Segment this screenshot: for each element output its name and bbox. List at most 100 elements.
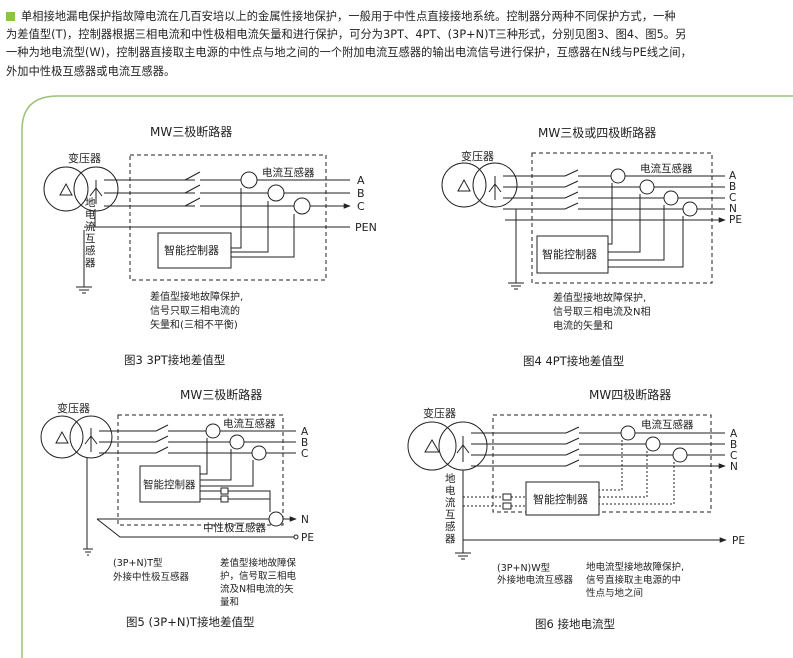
fig5-ct-c <box>251 445 267 461</box>
fig4-line-pe: PE <box>729 214 742 226</box>
fig5-ct-b <box>229 434 245 450</box>
svg-text:地: 地 <box>85 196 96 209</box>
fig6-line-n: N <box>730 461 738 473</box>
fig5-ct-label: 电流互感器 <box>223 417 276 430</box>
svg-text:外接中性极互感器: 外接中性极互感器 <box>113 571 190 583</box>
fig6-line-pe: PE <box>732 535 745 547</box>
fig4-line-a: A <box>729 170 737 182</box>
fig5-line-n: N <box>301 514 309 526</box>
figure-5: MW三极断路器 变压器 电流互感器 A B C N PE 智能控制器 中性极互感… <box>40 387 314 629</box>
fig3-line-a: A <box>357 174 365 187</box>
fig5-controller-label: 智能控制器 <box>143 478 196 491</box>
fig3-ct-a <box>240 171 258 189</box>
fig5-controller-box <box>139 465 201 503</box>
svg-text:性点与地之间: 性点与地之间 <box>586 587 643 599</box>
ground-icon <box>76 286 92 294</box>
delta-icon <box>59 182 73 196</box>
fig3-ct-c <box>293 197 311 215</box>
fig3-transformer-label: 变压器 <box>68 151 101 165</box>
fig6-note-right: 地电流型接地故障保护, 信号直接取主电源的中 性点与地之间 <box>586 561 684 599</box>
delta-icon <box>457 178 471 192</box>
wye-icon <box>89 180 103 204</box>
svg-text:信号只取三相电流的: 信号只取三相电流的 <box>150 304 240 317</box>
intro-line-4: 外加中性极互感器或电流互感器。 <box>6 64 176 78</box>
fig5-ct-n <box>268 511 284 527</box>
figure-6: MW四极断路器 变压器 电流互感器 A B C N PE 智能控制器 地 电 流… <box>407 387 745 631</box>
svg-text:外接地电流互感器: 外接地电流互感器 <box>497 574 574 586</box>
fig4-note: 差值型接地故障保护, 信号取三相电流及N相 电流的矢量和 <box>553 291 650 332</box>
svg-text:信号直接取主电源的中: 信号直接取主电源的中 <box>586 574 681 586</box>
svg-text:电流的矢量和: 电流的矢量和 <box>553 319 613 332</box>
svg-text:差值型接地故障保护,: 差值型接地故障保护, <box>553 291 646 304</box>
fig3-note: 差值型接地故障保护, 信号只取三相电流的 矢量和(三相不平衡) <box>150 290 243 331</box>
fig5-line-c: C <box>301 448 308 460</box>
svg-text:(3P+N)W型: (3P+N)W型 <box>497 563 551 574</box>
fig4-ct-b <box>639 179 655 195</box>
content-frame <box>21 95 793 658</box>
fig5-line-pe: PE <box>301 532 314 544</box>
fig5-caption: 图5 (3P+N)T接地差值型 <box>126 615 254 629</box>
fig5-ct-a <box>205 423 221 439</box>
fig5-note-right: 差值型接地故障保 护，信号取三相电 流及N相电流的矢 量和 <box>220 557 297 608</box>
fig6-caption: 图6 接地电流型 <box>535 617 615 631</box>
fig5-breaker-label: MW三极断路器 <box>180 387 262 402</box>
fig4-caption: 图4 4PT接地差值型 <box>523 354 624 368</box>
wye-icon <box>488 176 502 200</box>
svg-text:(3P+N)T型: (3P+N)T型 <box>113 558 163 569</box>
figure-3: MW三极断路器 变压器 电流互感器 A B C PEN 智能控制器 地 电 流 … <box>43 124 377 367</box>
intro-line-3: 一种为地电流型(W)，控制器直接取主电源的中性点与地之间的一个附加电流互感器的输… <box>6 46 692 60</box>
svg-text:地: 地 <box>445 472 456 485</box>
figure-4: MW三极或四极断路器 变压器 电流互感器 A B C N PE 智能控制器 差值… <box>441 125 742 368</box>
fig4-controller-label: 智能控制器 <box>542 247 597 261</box>
fig3-line-pen: PEN <box>355 221 377 234</box>
fig5-line-b: B <box>301 437 308 449</box>
svg-text:差值型接地故障保: 差值型接地故障保 <box>220 557 297 569</box>
svg-text:差值型接地故障保护,: 差值型接地故障保护, <box>150 290 243 303</box>
fig3-controller-box <box>157 232 232 269</box>
fig6-line-a: A <box>730 428 738 440</box>
fig5-note-left: (3P+N)T型 外接中性极互感器 <box>113 558 190 583</box>
svg-text:互: 互 <box>85 233 96 245</box>
svg-text:流及N相电流的矢: 流及N相电流的矢 <box>220 583 294 595</box>
fig3-ground-ct-label: 地 电 流 互 感 器 <box>85 196 96 269</box>
fig3-line-c: C <box>357 200 365 213</box>
delta-icon <box>55 430 69 444</box>
fig6-breaker-box <box>492 414 712 513</box>
wye-icon <box>456 436 470 462</box>
svg-text:感: 感 <box>85 244 96 257</box>
fig4-ct-a <box>610 168 626 184</box>
fig6-ground-ct-label: 地 电 流 互 感 器 <box>445 472 456 545</box>
fig4-breaker-label: MW三极或四极断路器 <box>538 125 656 140</box>
fig6-ct-c <box>672 447 688 463</box>
fig6-transformer-label: 变压器 <box>423 406 456 420</box>
fig3-transformer-secondary <box>73 166 119 212</box>
ground-icon <box>508 268 524 290</box>
fig6-note-left: (3P+N)W型 外接地电流互感器 <box>497 563 574 586</box>
fig3-controller-label: 智能控制器 <box>164 243 219 257</box>
fig3-ct-b <box>267 184 285 202</box>
svg-text:互: 互 <box>445 509 456 521</box>
fig6-line-c: C <box>730 450 737 462</box>
fig5-line-a: A <box>301 426 309 438</box>
svg-text:器: 器 <box>85 257 96 269</box>
fig3-line-b: B <box>357 187 365 200</box>
svg-text:矢量和(三相不平衡): 矢量和(三相不平衡) <box>150 318 238 331</box>
svg-text:地电流型接地故障保护,: 地电流型接地故障保护, <box>586 561 684 573</box>
fig6-line-b: B <box>730 439 737 451</box>
fig4-line-c: C <box>729 192 736 204</box>
svg-text:量和: 量和 <box>220 597 239 608</box>
fig4-ct-c <box>663 190 679 206</box>
fig4-line-b: B <box>729 181 736 193</box>
ground-icon <box>83 548 93 556</box>
fig6-ct-b <box>645 436 661 452</box>
fig3-breaker-label: MW三极断路器 <box>150 124 232 139</box>
fig3-ct-label: 电流互感器 <box>262 166 315 179</box>
fig6-controller-label: 智能控制器 <box>533 492 588 506</box>
bullet-square-icon <box>6 12 15 21</box>
fig3-caption: 图3 3PT接地差值型 <box>124 353 225 367</box>
wye-icon <box>84 428 98 452</box>
delta-icon <box>424 439 440 453</box>
fig6-controller-box <box>525 481 600 516</box>
svg-text:电: 电 <box>445 484 456 497</box>
